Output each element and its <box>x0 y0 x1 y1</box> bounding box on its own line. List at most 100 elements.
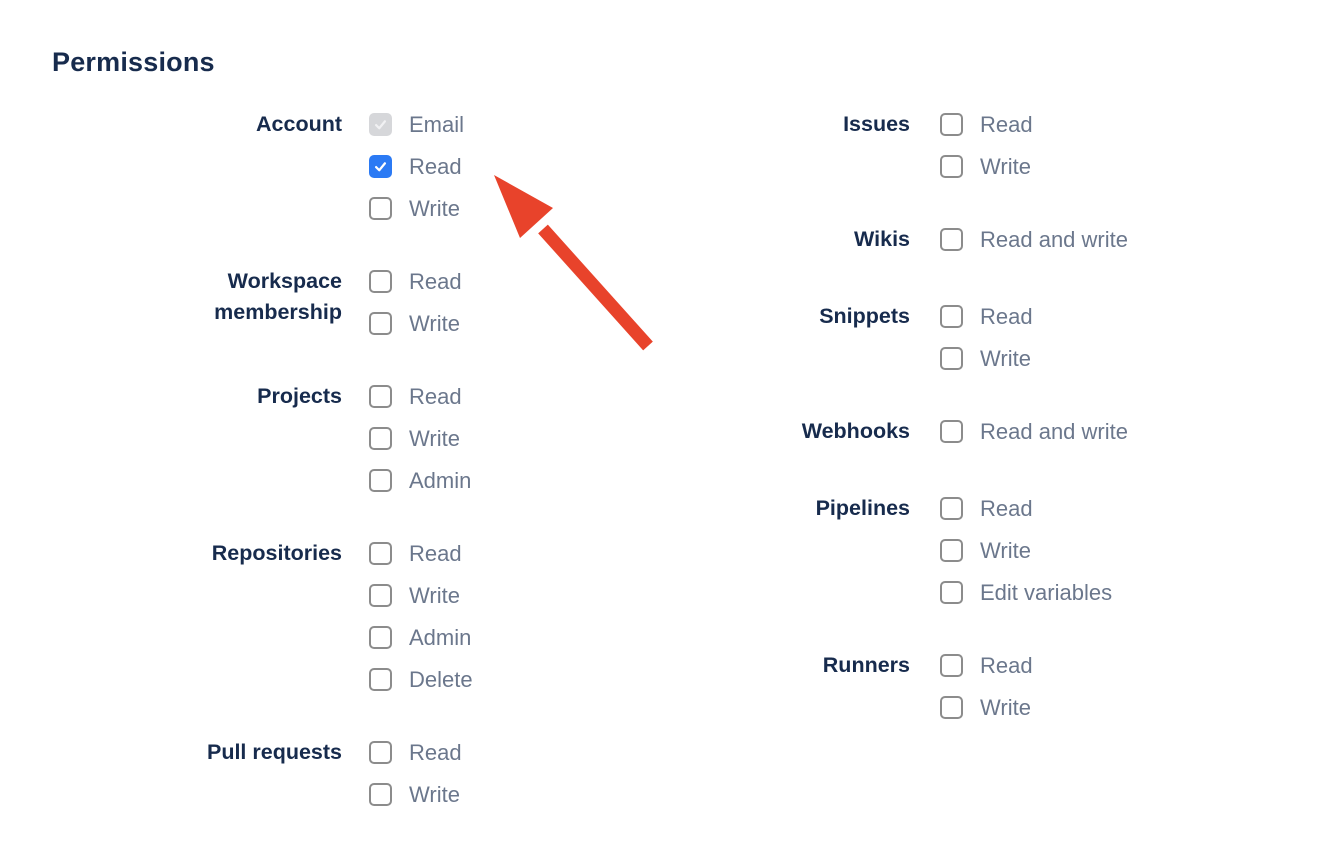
option-label-admin: Admin <box>409 468 472 493</box>
option-label-write: Write <box>409 782 460 807</box>
group-label-pipelines: Pipelines <box>815 496 910 520</box>
option-webhooks-read-and-write[interactable]: Read and write <box>940 420 1128 443</box>
checkbox-snippets-read[interactable] <box>940 305 963 328</box>
permission-group-wikis: Wikis Read and write <box>770 227 1128 255</box>
option-pipelines-edit-variables[interactable]: Edit variables <box>940 581 1128 604</box>
checkbox-repositories-admin[interactable] <box>369 626 392 649</box>
option-workspace-membership-write[interactable]: Write <box>369 312 612 335</box>
option-repositories-read[interactable]: Read <box>369 542 612 565</box>
group-options-wikis: Read and write <box>940 228 1128 251</box>
checkbox-repositories-write[interactable] <box>369 584 392 607</box>
checkbox-projects-admin[interactable] <box>369 469 392 492</box>
group-label-projects: Projects <box>257 384 342 408</box>
checkbox-account-write[interactable] <box>369 197 392 220</box>
permissions-heading: Permissions <box>52 47 215 77</box>
option-label-read: Read <box>409 541 462 566</box>
option-label-delete: Delete <box>409 667 473 692</box>
option-label-write: Write <box>409 196 460 221</box>
option-projects-write[interactable]: Write <box>369 427 612 450</box>
option-repositories-admin[interactable]: Admin <box>369 626 612 649</box>
option-workspace-membership-read[interactable]: Read <box>369 270 612 293</box>
option-runners-write[interactable]: Write <box>940 696 1128 719</box>
checkbox-projects-write[interactable] <box>369 427 392 450</box>
option-pull-requests-read[interactable]: Read <box>369 741 612 764</box>
option-pipelines-write[interactable]: Write <box>940 539 1128 562</box>
option-issues-read[interactable]: Read <box>940 113 1128 136</box>
group-label-issues: Issues <box>843 112 910 136</box>
checkbox-snippets-write[interactable] <box>940 347 963 370</box>
option-account-email[interactable]: Email <box>369 113 612 136</box>
checkbox-account-email <box>369 113 392 136</box>
checkbox-pull-requests-write[interactable] <box>369 783 392 806</box>
option-pipelines-read[interactable]: Read <box>940 497 1128 520</box>
option-label-read: Read <box>409 384 462 409</box>
option-label-read: Read <box>980 112 1033 137</box>
option-account-write[interactable]: Write <box>369 197 612 220</box>
checkbox-repositories-delete[interactable] <box>369 668 392 691</box>
group-label-runners: Runners <box>822 653 910 677</box>
option-label-read: Read <box>409 154 462 179</box>
group-label-wikis: Wikis <box>854 227 910 251</box>
checkbox-projects-read[interactable] <box>369 385 392 408</box>
group-label-repositories: Repositories <box>211 541 342 565</box>
option-label-read: Read <box>980 653 1033 678</box>
group-label-workspace-membership: Workspace membership <box>214 269 342 324</box>
check-icon <box>375 120 386 130</box>
checkbox-workspace-membership-read[interactable] <box>369 270 392 293</box>
option-account-read[interactable]: Read <box>369 155 612 178</box>
checkbox-wikis-read-and-write[interactable] <box>940 228 963 251</box>
option-repositories-delete[interactable]: Delete <box>369 668 612 691</box>
checkbox-account-read[interactable] <box>369 155 392 178</box>
checkbox-repositories-read[interactable] <box>369 542 392 565</box>
option-snippets-read[interactable]: Read <box>940 305 1128 328</box>
option-repositories-write[interactable]: Write <box>369 584 612 607</box>
option-label-read: Read <box>409 740 462 765</box>
checkbox-issues-write[interactable] <box>940 155 963 178</box>
option-label-write: Write <box>409 583 460 608</box>
option-issues-write[interactable]: Write <box>940 155 1128 178</box>
option-label-write: Write <box>409 426 460 451</box>
option-pull-requests-write[interactable]: Write <box>369 783 612 806</box>
option-projects-read[interactable]: Read <box>369 385 612 408</box>
checkbox-runners-write[interactable] <box>940 696 963 719</box>
checkbox-pipelines-write[interactable] <box>940 539 963 562</box>
option-label-read-and-write: Read and write <box>980 227 1128 252</box>
option-runners-read[interactable]: Read <box>940 654 1128 677</box>
group-label-account: Account <box>256 112 342 136</box>
option-label-admin: Admin <box>409 625 472 650</box>
checkbox-pipelines-read[interactable] <box>940 497 963 520</box>
checkbox-pull-requests-read[interactable] <box>369 741 392 764</box>
option-label-write: Write <box>980 346 1031 371</box>
option-label-email: Email <box>409 112 465 137</box>
checkbox-pipelines-edit-variables[interactable] <box>940 581 963 604</box>
checkbox-runners-read[interactable] <box>940 654 963 677</box>
option-snippets-write[interactable]: Write <box>940 347 1128 370</box>
group-label-webhooks: Webhooks <box>801 419 910 443</box>
checkbox-webhooks-read-and-write[interactable] <box>940 420 963 443</box>
option-label-write: Write <box>980 154 1031 179</box>
option-label-edit-variables: Edit variables <box>980 580 1113 605</box>
option-label-read-and-write: Read and write <box>980 419 1128 444</box>
checkbox-issues-read[interactable] <box>940 113 963 136</box>
option-label-read: Read <box>980 496 1033 521</box>
checkbox-workspace-membership-write[interactable] <box>369 312 392 335</box>
option-projects-admin[interactable]: Admin <box>369 469 612 492</box>
group-label-pull-requests: Pull requests <box>206 740 342 764</box>
option-wikis-read-and-write[interactable]: Read and write <box>940 228 1128 251</box>
